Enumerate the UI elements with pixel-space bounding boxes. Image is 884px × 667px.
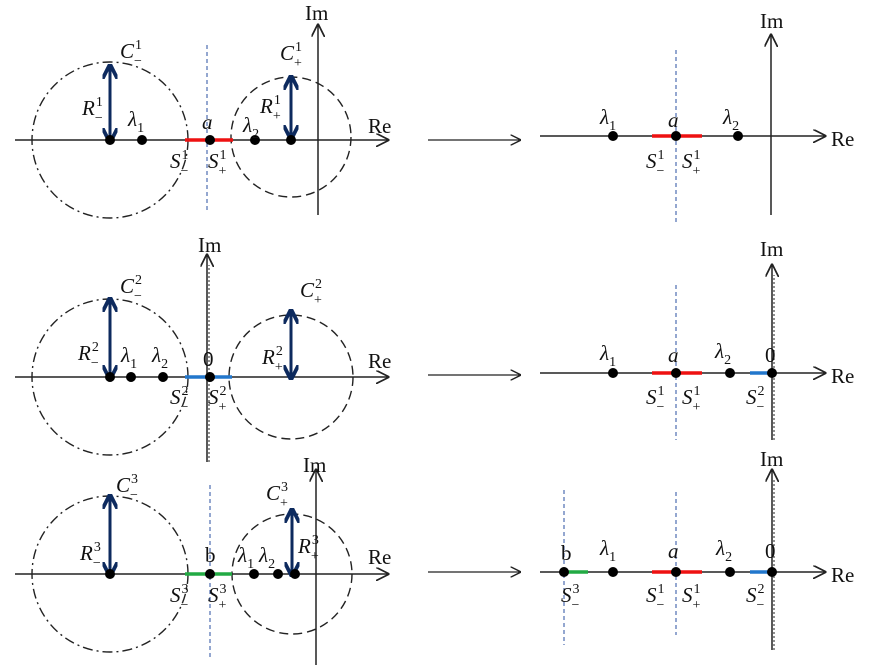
- im-axis-label: Im: [305, 1, 328, 25]
- point-marker: [767, 368, 777, 378]
- label-lambda2: λ2: [151, 343, 168, 372]
- label-lambda2: λ2: [715, 536, 732, 565]
- point-marker: [725, 567, 735, 577]
- label-lambda1: λ1: [599, 536, 616, 565]
- point-marker: [105, 372, 115, 382]
- point-marker: [205, 135, 215, 145]
- re-axis-label: Re: [368, 349, 391, 373]
- re-axis-label: Re: [831, 127, 854, 151]
- label-point: a: [202, 110, 213, 134]
- label-point-a: a: [668, 108, 679, 132]
- label-s2-minus: S2−: [746, 582, 765, 613]
- label-point: b: [205, 543, 216, 567]
- label-r-minus: R2−: [77, 340, 99, 371]
- label-lambda2: λ2: [242, 113, 259, 142]
- label-lambda1: λ1: [127, 107, 144, 136]
- label-point-b: b: [561, 541, 572, 565]
- label-s3-minus: S3−: [561, 582, 580, 613]
- label-s-minus: S1−: [170, 148, 189, 179]
- label-c-plus: C1+: [280, 40, 302, 71]
- re-axis-label: Re: [368, 114, 391, 138]
- point-marker: [671, 131, 681, 141]
- label-c-plus: C2+: [300, 277, 322, 308]
- point-marker: [559, 567, 569, 577]
- label-lambda1: λ1: [599, 341, 616, 370]
- point-marker: [733, 131, 743, 141]
- label-point-0: 0: [765, 343, 776, 367]
- label-point-a: a: [668, 539, 679, 563]
- label-s-minus: S2−: [170, 384, 189, 415]
- point-marker: [205, 372, 215, 382]
- point-marker: [671, 567, 681, 577]
- label-s-minus: S1−: [646, 384, 665, 415]
- label-r-minus: R3−: [79, 540, 101, 571]
- point-marker: [137, 135, 147, 145]
- label-s-plus: S1+: [682, 384, 701, 415]
- label-lambda2: λ2: [258, 543, 275, 572]
- im-axis-label: Im: [760, 237, 783, 261]
- label-lambda1: λ1: [599, 105, 616, 134]
- point-marker: [158, 372, 168, 382]
- re-axis-label: Re: [831, 364, 854, 388]
- label-lambda1: λ1: [120, 343, 137, 372]
- point-marker: [290, 569, 300, 579]
- label-c-minus: C3−: [116, 472, 138, 503]
- point-marker: [105, 569, 115, 579]
- label-lambda2: λ2: [722, 105, 739, 134]
- point-marker: [126, 372, 136, 382]
- label-s-plus: S2+: [208, 384, 227, 415]
- label-s-minus: S1−: [646, 148, 665, 179]
- label-r-plus: R1+: [259, 93, 281, 124]
- point-marker: [105, 135, 115, 145]
- label-lambda1: λ1: [237, 543, 254, 572]
- label-s-plus: S1+: [682, 148, 701, 179]
- label-r-plus: R2+: [261, 344, 283, 375]
- point-marker: [608, 567, 618, 577]
- label-r-plus: R3+: [297, 533, 319, 564]
- label-s-minus: S3−: [170, 582, 189, 613]
- point-marker: [725, 368, 735, 378]
- re-axis-label: Re: [831, 563, 854, 587]
- label-point: 0: [203, 347, 214, 371]
- im-axis-label: Im: [303, 453, 326, 477]
- point-marker: [767, 567, 777, 577]
- point-marker: [205, 569, 215, 579]
- point-marker: [608, 368, 618, 378]
- label-c-plus: C3+: [266, 480, 288, 511]
- point-marker: [250, 135, 260, 145]
- point-marker: [671, 368, 681, 378]
- point-marker: [273, 569, 283, 579]
- im-axis-label: Im: [760, 447, 783, 471]
- label-point-0: 0: [765, 539, 776, 563]
- label-point-a: a: [668, 343, 679, 367]
- point-marker: [286, 135, 296, 145]
- label-s-plus: S1+: [682, 582, 701, 613]
- label-s-plus: S1+: [208, 148, 227, 179]
- im-axis-label: Im: [198, 233, 221, 257]
- label-c-minus: C2−: [120, 273, 142, 304]
- re-axis-label: Re: [368, 545, 391, 569]
- label-r-minus: R1−: [81, 95, 103, 126]
- im-axis-label: Im: [760, 9, 783, 33]
- label-s2-minus: S2−: [746, 384, 765, 415]
- label-c-minus: C1−: [120, 38, 142, 69]
- point-marker: [249, 569, 259, 579]
- label-s-minus: S1−: [646, 582, 665, 613]
- point-marker: [608, 131, 618, 141]
- label-s-plus: S3+: [208, 582, 227, 613]
- label-lambda2: λ2: [714, 339, 731, 368]
